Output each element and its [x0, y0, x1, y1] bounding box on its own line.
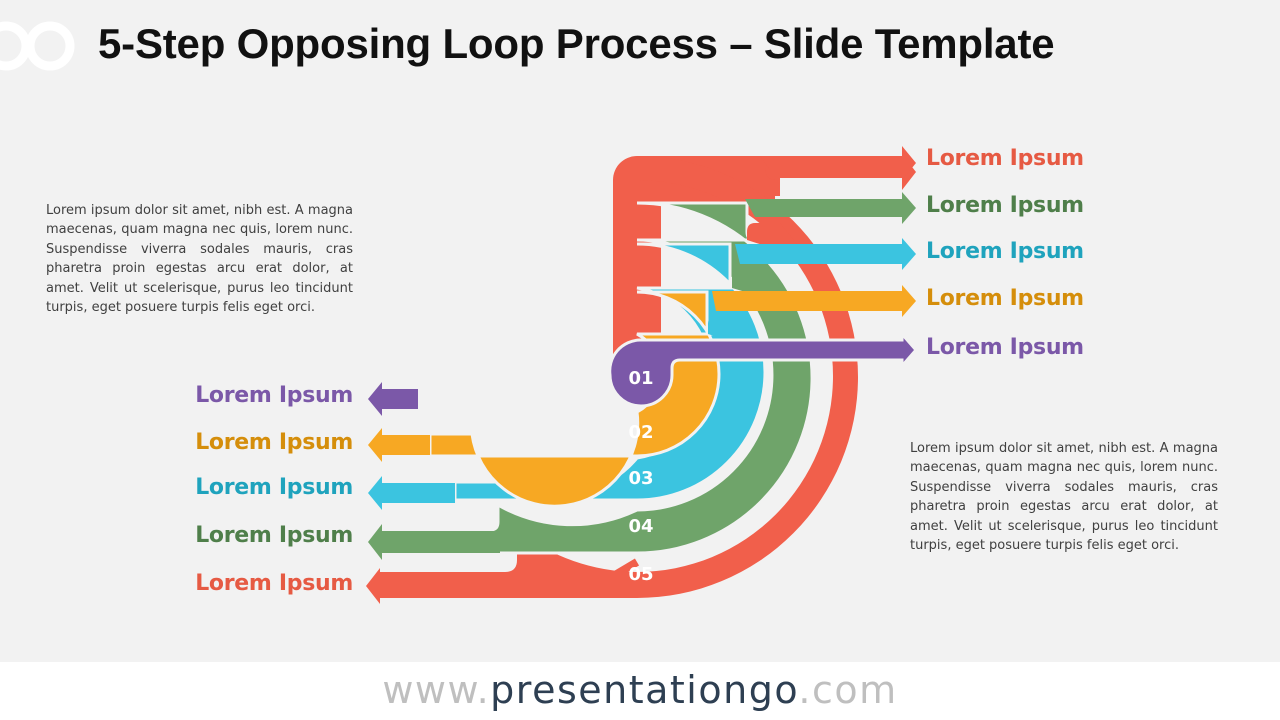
left-label-3: Lorem Ipsum [195, 475, 353, 500]
step-number-1: 01 [628, 368, 653, 389]
brand-logo-icon [0, 21, 75, 71]
opposing-loop-diagram: 01 02 03 04 05 [366, 146, 918, 604]
footer-url[interactable]: www.presentationgo.com [0, 668, 1280, 712]
left-label-2: Lorem Ipsum [195, 430, 353, 455]
step-number-2: 02 [628, 422, 653, 443]
right-label-3: Lorem Ipsum [926, 239, 1084, 264]
left-arrow-2 [368, 428, 430, 462]
description-left: Lorem ipsum dolor sit amet, nibh est. A … [46, 203, 353, 316]
page-title: 5-Step Opposing Loop Process – Slide Tem… [98, 20, 1055, 67]
footer-url-suffix: .com [798, 668, 898, 712]
left-arrow-4 [368, 524, 500, 560]
left-label-1: Lorem Ipsum [195, 383, 353, 408]
left-arrow-1 [368, 382, 418, 416]
footer-url-prefix: www. [382, 668, 491, 712]
left-arrow-5 [366, 568, 380, 604]
right-label-2: Lorem Ipsum [926, 286, 1084, 311]
footer-bar: www.presentationgo.com [0, 662, 1280, 720]
loop-step-1-core [608, 330, 918, 408]
footer-url-brand: presentationgo [490, 668, 799, 712]
step-number-5: 05 [628, 564, 653, 585]
step-number-3: 03 [628, 468, 653, 489]
left-arrow-3 [368, 476, 455, 510]
right-label-1: Lorem Ipsum [926, 335, 1084, 360]
right-arrow-5 [760, 146, 916, 180]
right-label-5: Lorem Ipsum [926, 146, 1084, 171]
right-arrow-4 [745, 192, 916, 224]
left-label-5: Lorem Ipsum [195, 571, 353, 596]
left-label-4: Lorem Ipsum [195, 523, 353, 548]
step-number-4: 04 [628, 516, 653, 537]
right-arrow-3 [735, 238, 916, 270]
description-right: Lorem ipsum dolor sit amet, nibh est. A … [910, 441, 1218, 554]
right-label-4: Lorem Ipsum [926, 193, 1084, 218]
right-arrow-2 [712, 285, 916, 317]
